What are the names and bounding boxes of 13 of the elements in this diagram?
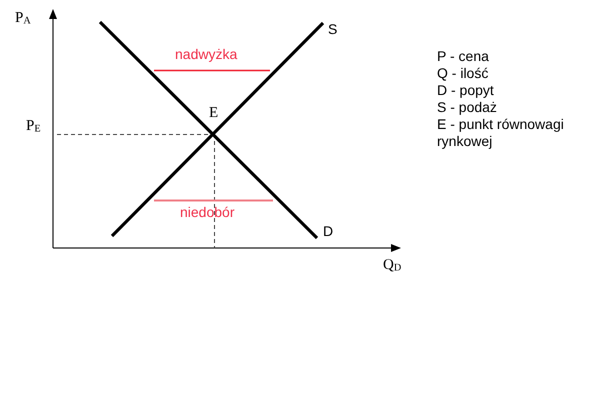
key-text: Q - ilość xyxy=(437,65,488,82)
axis-label: P$_{A}$ xyxy=(15,9,31,27)
key-text: P - cena xyxy=(437,48,489,65)
axis-label: P$_{E}$ xyxy=(26,117,41,135)
key-text: D - popyt xyxy=(437,82,494,99)
key-text: S - podaż xyxy=(437,99,497,116)
key-text: E - punkt równowagi rynkowej xyxy=(437,116,565,150)
axis-label: Q$_{D}$ xyxy=(383,256,402,274)
curve-label: D xyxy=(323,223,334,240)
curve-label: S xyxy=(328,21,338,38)
region-label: nadwyżka xyxy=(175,46,238,63)
point-label: E xyxy=(209,104,218,122)
region-label: niedobór xyxy=(180,204,234,221)
